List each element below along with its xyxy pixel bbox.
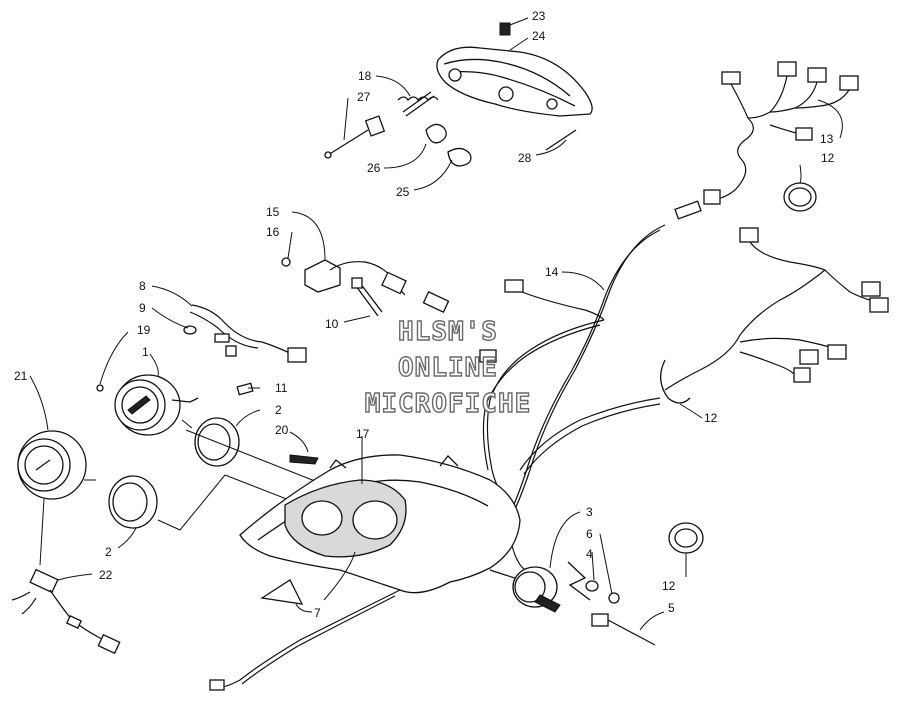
callout-26: 26 (367, 161, 381, 175)
callout-15: 15 (266, 205, 280, 219)
callout-3: 3 (586, 505, 593, 519)
harness-22 (11, 568, 121, 655)
socket-26 (425, 123, 447, 144)
callout-16: 16 (266, 225, 280, 239)
callout-11: 11 (275, 381, 288, 395)
callout-5: 5 (668, 601, 675, 615)
callout-12-top: 12 (821, 151, 835, 165)
callout-13: 13 (820, 132, 834, 146)
callout-17: 17 (356, 427, 370, 441)
right-harness (660, 227, 889, 404)
callout-28: 28 (518, 151, 532, 165)
nut-6 (608, 592, 620, 604)
callout-22: 22 (99, 568, 113, 582)
callout-21: 21 (14, 369, 28, 383)
watermark-line-2: ONLINE (398, 353, 498, 383)
callout-2-top: 2 (275, 403, 282, 417)
bulb-28 (545, 129, 577, 151)
watermark: HLSM'S ONLINE MICROFICHE (364, 316, 532, 419)
callout-20: 20 (275, 423, 289, 437)
callout-8: 8 (139, 279, 146, 293)
watermark-line-3: MICROFICHE (365, 389, 532, 419)
bulb-19 (96, 384, 104, 392)
callout-23: 23 (532, 9, 546, 23)
callout-12-mid: 12 (704, 411, 718, 425)
nut-16 (281, 257, 291, 267)
callout-leaders (29, 17, 843, 631)
callout-18: 18 (358, 69, 372, 83)
cable-end-5 (591, 613, 609, 627)
gauge-harness (96, 304, 307, 396)
callout-7: 7 (314, 606, 321, 620)
spring-18 (402, 91, 435, 117)
bracket-3 (567, 561, 591, 601)
callout-27: 27 (357, 90, 371, 104)
gauge-21 (17, 430, 96, 500)
main-harness-14 (479, 224, 666, 571)
washer-4 (585, 580, 599, 592)
callout-10: 10 (325, 317, 339, 331)
bulb-11 (236, 382, 254, 396)
dash-panel-17 (209, 454, 521, 691)
callout-2-bottom: 2 (105, 545, 112, 559)
callout-24: 24 (532, 29, 546, 43)
callout-labels: 23 24 18 27 26 25 28 13 12 15 16 14 10 8… (14, 9, 835, 620)
callout-6: 6 (586, 527, 593, 541)
decal-20 (289, 454, 319, 465)
callout-9: 9 (139, 301, 146, 315)
clamp-12-bottom (668, 522, 704, 554)
callout-25: 25 (396, 185, 410, 199)
bezel-rings (108, 417, 240, 529)
bolt-10 (355, 282, 383, 317)
socket-25 (447, 147, 472, 167)
headlight-assembly (324, 22, 593, 167)
callout-14: 14 (545, 265, 559, 279)
warning-label-7 (260, 579, 304, 605)
callout-1: 1 (142, 345, 149, 359)
callout-12-bottom: 12 (662, 579, 676, 593)
gauge-1 (114, 374, 199, 436)
assembly-lines (39, 429, 326, 566)
bolt-27 (327, 129, 369, 156)
callout-19: 19 (137, 323, 151, 337)
wiring-harness-13 (674, 61, 859, 220)
bracket-15 (281, 257, 450, 317)
clamp-12-mid (660, 359, 691, 404)
callout-4: 4 (586, 547, 593, 561)
watermark-line-1: HLSM'S (398, 317, 498, 347)
gauge-3 (489, 522, 704, 646)
clip-23 (499, 22, 511, 36)
